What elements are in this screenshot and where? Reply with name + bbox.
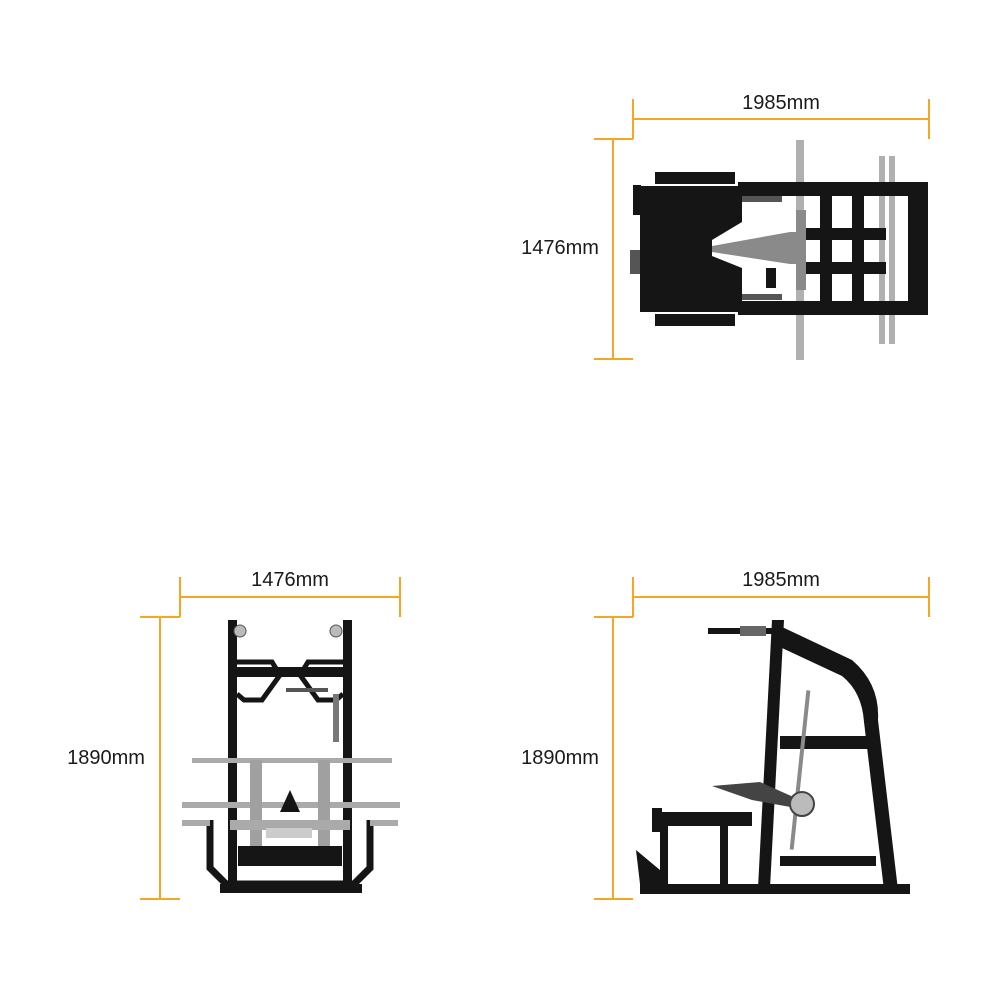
front-view-width-label: 1476mm <box>251 569 329 591</box>
top-view-machine <box>630 140 928 360</box>
top-view: 1985mm 1476mm <box>521 92 930 360</box>
top-view-depth-dimension <box>594 138 633 360</box>
side-view-width-label: 1985mm <box>742 569 820 591</box>
front-view-width-dimension <box>179 577 401 617</box>
front-view-machine <box>182 620 400 893</box>
side-view-width-dimension <box>632 577 930 617</box>
side-view: 1985mm 1890mm <box>521 569 930 900</box>
top-view-depth-label: 1476mm <box>521 237 599 259</box>
front-view-height-label: 1890mm <box>67 747 145 769</box>
side-view-machine <box>636 620 910 894</box>
front-view: 1476mm 1890mm <box>67 569 401 900</box>
top-view-width-label: 1985mm <box>742 92 820 114</box>
front-view-height-dimension <box>140 616 180 900</box>
side-view-height-dimension <box>594 616 633 900</box>
top-view-width-dimension <box>632 99 930 139</box>
side-view-height-label: 1890mm <box>521 747 599 769</box>
